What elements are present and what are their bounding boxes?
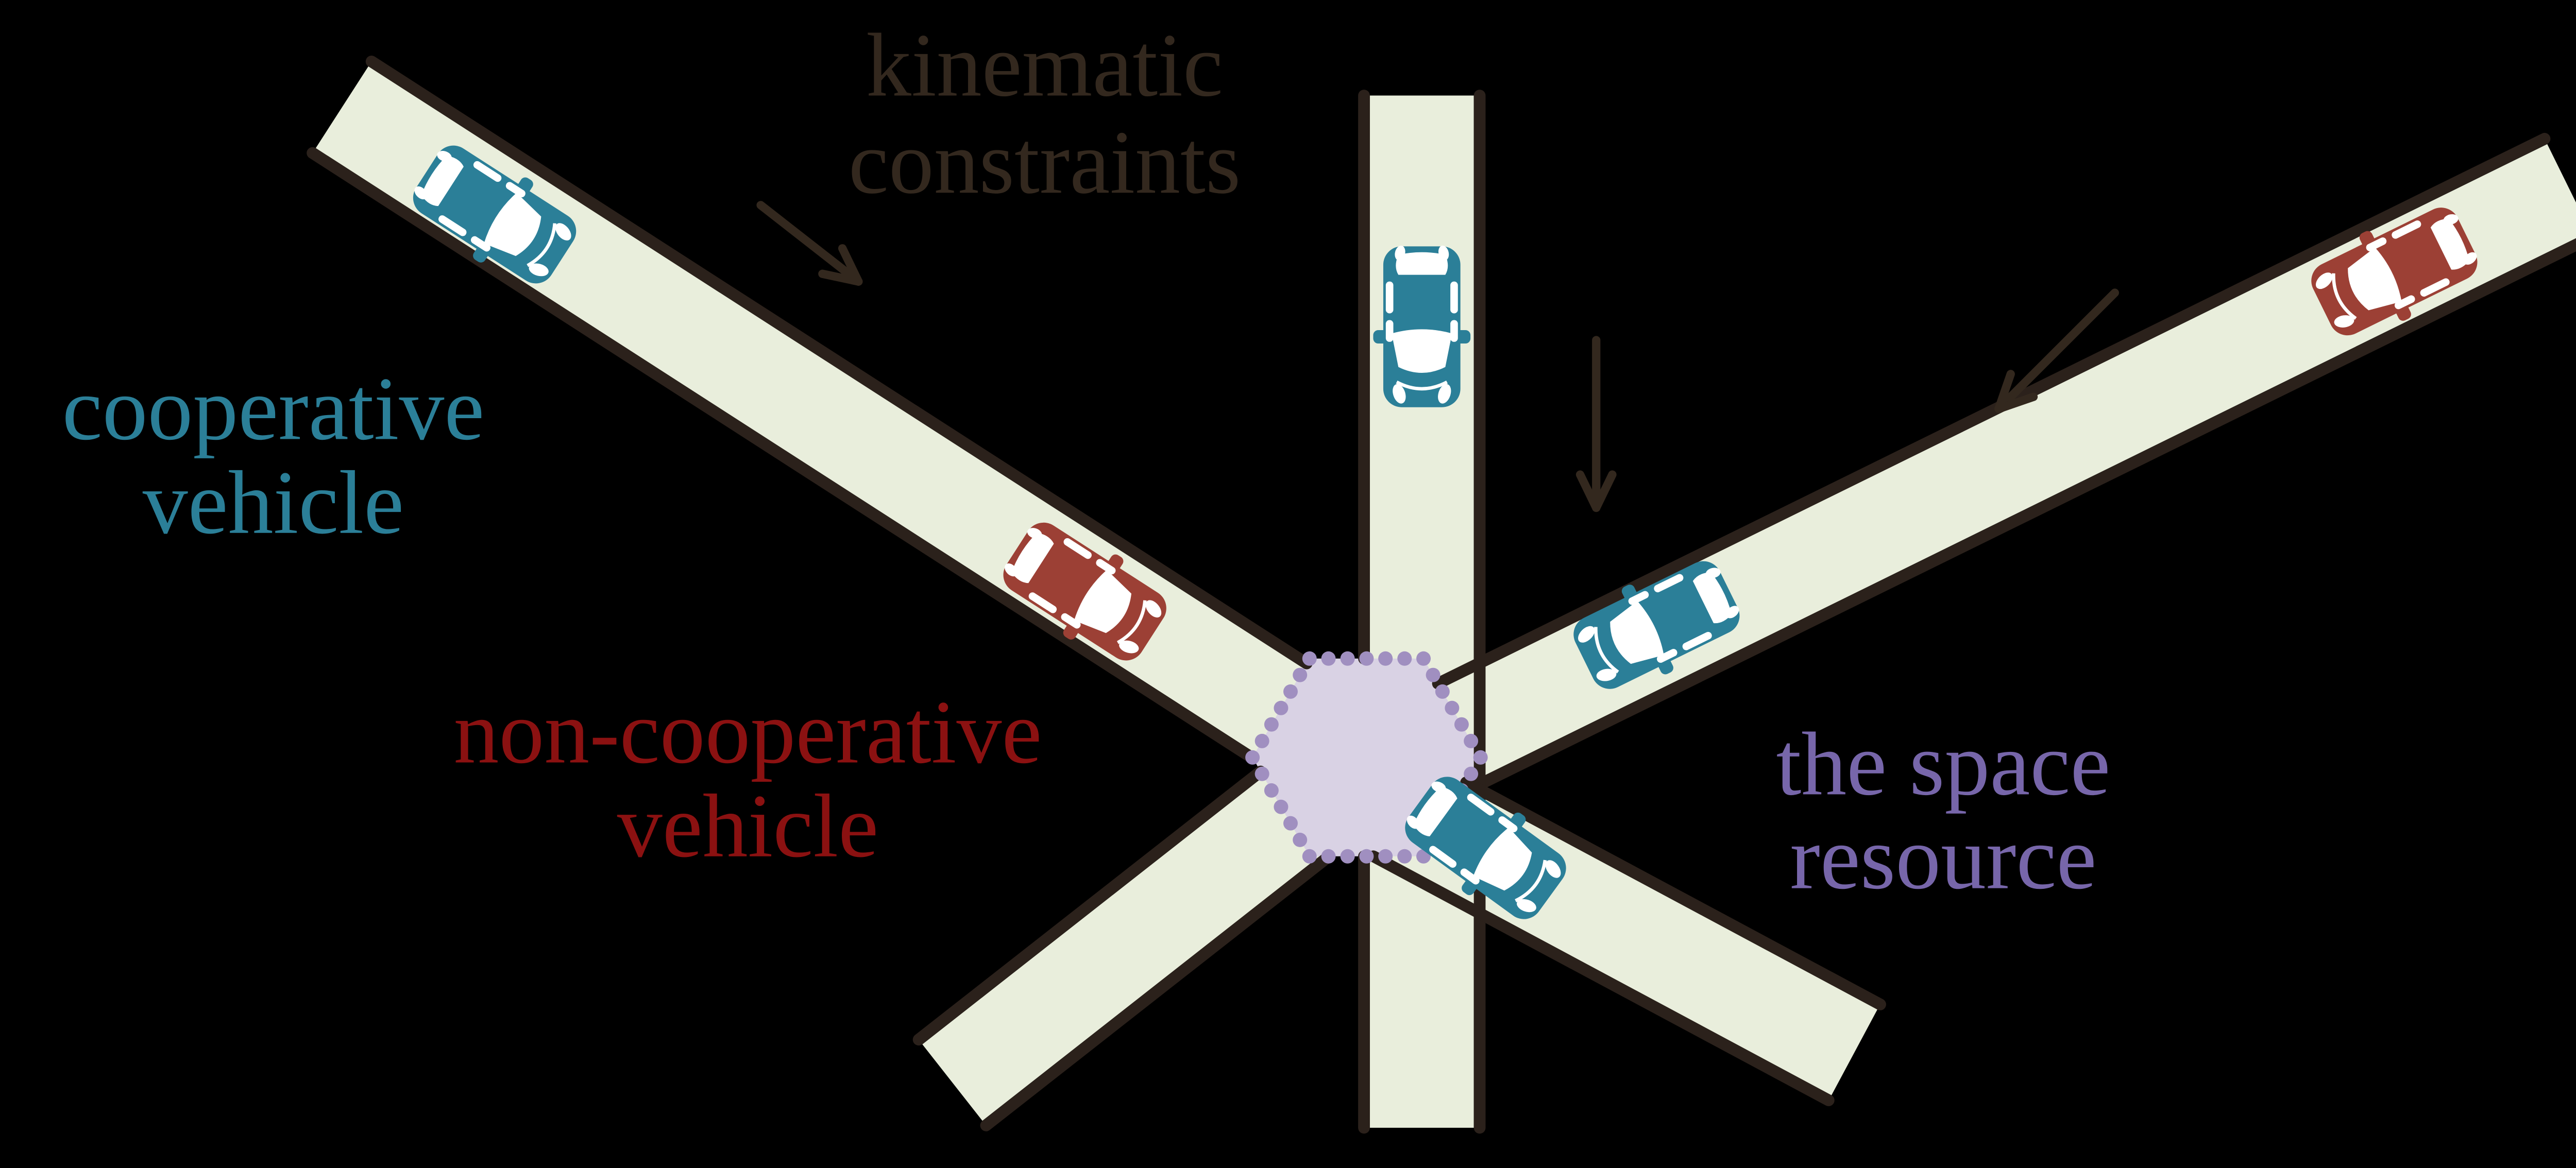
arrow-kinematic-constraints: [756, 201, 863, 286]
hexagon-dot: [1264, 783, 1279, 798]
space-resource-label-line1: the space: [1776, 714, 2110, 814]
road-upper-left-edge-a: [307, 147, 1259, 765]
arrow-upper-right-road: [1994, 288, 2119, 414]
hexagon-dot: [1378, 651, 1393, 666]
hexagon-dot: [1283, 816, 1298, 831]
hexagon-dot: [1264, 717, 1279, 732]
hexagon-dot: [1473, 750, 1488, 765]
road-lower-left-edge-b: [912, 765, 1267, 1046]
road-lower-right-edge-a: [1460, 776, 1886, 1010]
hexagon-dot: [1321, 849, 1336, 864]
hexagon-dot: [1397, 651, 1412, 666]
hexagon-dot: [1302, 651, 1317, 666]
hexagon-dot: [1245, 750, 1260, 765]
road-lower-left-edge-a: [980, 850, 1335, 1131]
road-upper-left-edge-b: [365, 56, 1313, 669]
hexagon-dot: [1359, 849, 1374, 864]
kinematic-constraints-label-line2: constraints: [849, 112, 1241, 213]
cooperative-vehicle-label-line1: cooperative: [62, 359, 485, 459]
annotation-arrows: [756, 201, 2119, 512]
annotation-labels: kinematic constraints cooperative vehicl…: [62, 15, 2111, 908]
road-lower-right-edge-b: [1367, 850, 1835, 1106]
hexagon-dot: [1321, 651, 1336, 666]
kinematic-constraints-label-line1: kinematic: [866, 15, 1223, 115]
arrow-top-road: [1575, 336, 1617, 512]
hexagon-dot: [1435, 684, 1450, 699]
hexagon-dot: [1255, 766, 1269, 781]
hexagon-dot: [1293, 832, 1308, 847]
cooperative-car-icon: [413, 145, 577, 284]
cooperative-car-icon: [1373, 245, 1471, 407]
road-upper-right-edge-b: [1453, 238, 2576, 801]
space-resource-label-line2: resource: [1790, 808, 2096, 908]
cooperative-car-icon: [1573, 561, 1740, 689]
hexagon-dot: [1445, 700, 1460, 715]
hexagon-dot: [1359, 651, 1374, 666]
non-cooperative-car-icon: [1003, 522, 1166, 661]
road-surfaces: [315, 66, 2576, 1128]
hexagon-dot: [1416, 651, 1431, 666]
hexagon-dot: [1340, 651, 1355, 666]
hexagon-dot: [1340, 849, 1355, 864]
hexagon-dot: [1293, 667, 1308, 682]
hexagon-dot: [1378, 849, 1393, 864]
hexagon-dot: [1426, 667, 1440, 682]
hexagon-dot: [1464, 766, 1479, 781]
hexagon-dot: [1454, 717, 1469, 732]
road-lower-left-surface: [922, 724, 1391, 1121]
hexagon-dot: [1274, 700, 1289, 715]
hexagon-dot: [1255, 733, 1269, 748]
cooperative-car-icon: [1405, 777, 1566, 919]
hexagon-dot: [1283, 684, 1298, 699]
non-cooperative-vehicle-label-line2: vehicle: [617, 776, 878, 877]
vehicles: [413, 145, 2478, 919]
cooperative-vehicle-label-line2: vehicle: [143, 453, 404, 553]
hexagon-dot: [1274, 799, 1289, 814]
hexagon-dot: [1464, 733, 1479, 748]
road-upper-right-edge-a: [1432, 133, 2551, 690]
non-cooperative-vehicle-label-line1: non-cooperative: [454, 682, 1042, 783]
hexagon-dot: [1397, 849, 1412, 864]
non-cooperative-car-icon: [2311, 208, 2478, 336]
hexagon-dot: [1302, 849, 1317, 864]
